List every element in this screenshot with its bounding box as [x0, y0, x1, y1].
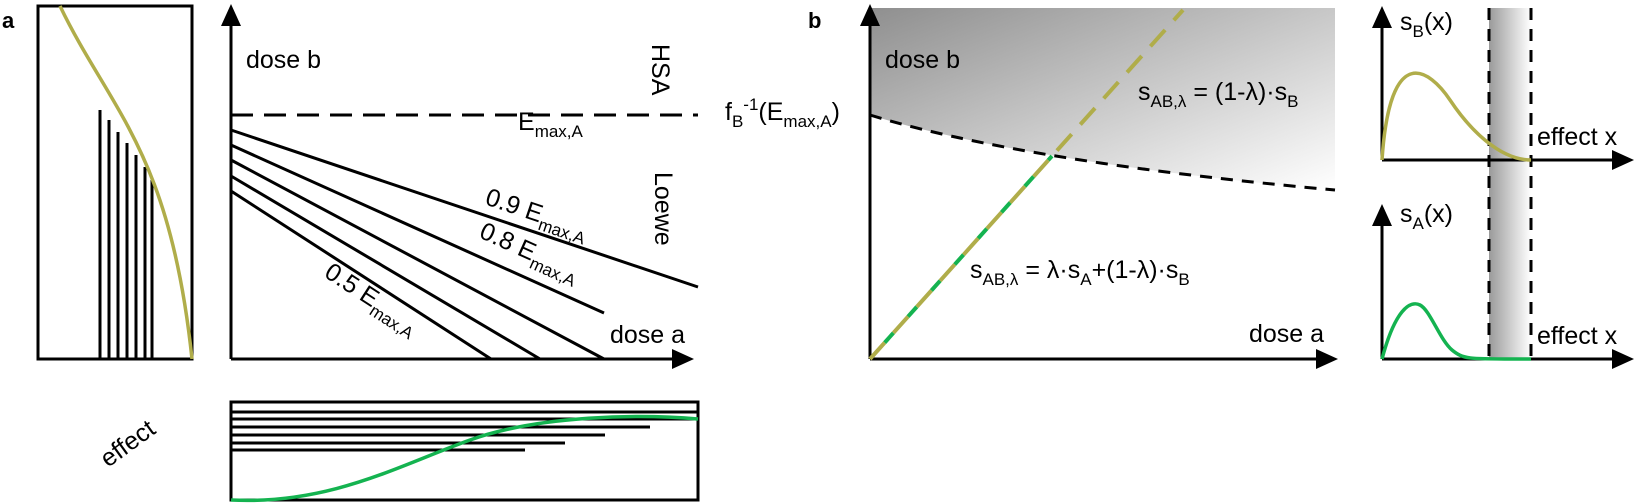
sb-x-arrow: [1612, 150, 1634, 170]
fb-rhs2: +(1-λ)·s: [1092, 256, 1179, 284]
sb-curve: [1380, 71, 1532, 162]
sb-s: s: [1400, 8, 1413, 36]
sb-title: sB(x): [1400, 8, 1453, 41]
sa-s: s: [1400, 200, 1413, 228]
fb-rhs1: = λ·s: [1018, 256, 1080, 284]
panel-b-x-label: dose a: [1249, 320, 1324, 348]
isobole: [230, 158, 605, 361]
fb-s: s: [970, 256, 983, 284]
shaded-region: [870, 8, 1335, 190]
left-vertical-lines: [98, 110, 154, 359]
finv-sub2: max,A: [783, 112, 832, 131]
left-effect-box: [36, 4, 194, 361]
finv-sub1: B: [732, 112, 743, 131]
effect-label: effect: [95, 414, 161, 472]
finv-sup: -1: [743, 95, 758, 114]
ft-sub: AB,λ: [1151, 92, 1187, 111]
isobole-0-8: [230, 143, 605, 315]
panel-label-b: b: [808, 8, 821, 33]
effect-x-bottom-label: effect x: [1537, 322, 1618, 350]
panel-a-x-arrow: [672, 349, 694, 369]
panel-a-y-label: dose b: [246, 46, 321, 74]
formula-top: sAB,λ = (1-λ)·sB: [1138, 78, 1298, 111]
ft-s: s: [1138, 78, 1151, 106]
sb-plot-axes: [1372, 6, 1634, 170]
sa-title: sA(x): [1400, 200, 1453, 233]
fb-sub: AB,λ: [983, 270, 1019, 289]
fb-subA: A: [1080, 270, 1092, 289]
panel-b-y-arrow: [860, 4, 880, 26]
finv-label: fB-1(Emax,A): [725, 95, 840, 131]
sb-sub: B: [1413, 22, 1424, 41]
sb-y-arrow: [1372, 6, 1392, 28]
panel-a-x-label: dose a: [610, 321, 685, 349]
formula-bottom: sAB,λ = λ·sA+(1-λ)·sB: [970, 256, 1190, 289]
finv-close: ): [832, 98, 840, 126]
iso-08-sub: max,A: [527, 254, 579, 291]
isobole: [230, 174, 541, 361]
sa-x-arrow: [1612, 349, 1634, 369]
panel-a-axes: [221, 4, 694, 369]
hsa-label: HSA: [646, 44, 674, 96]
diagonal-olive: [868, 8, 1185, 361]
panel-a-y-arrow: [221, 4, 241, 26]
diagonal-green: [868, 154, 1054, 361]
emax-label: Emax,A: [518, 108, 584, 141]
finv-open: (E: [758, 98, 783, 126]
isobole-0-5-label: 0.5 Emax,A: [317, 258, 425, 344]
fb-subB: B: [1178, 270, 1189, 289]
panel-b-y-label: dose b: [885, 46, 960, 74]
sa-sub: A: [1413, 214, 1425, 233]
iso-09-sub: max,A: [536, 215, 588, 249]
panel-label-a: a: [2, 8, 15, 33]
sa-curve: [1380, 302, 1532, 361]
left-effect-curve: [58, 5, 194, 360]
effect-x-top-label: effect x: [1537, 123, 1618, 151]
ft-sub2: B: [1287, 92, 1298, 111]
emax-base: E: [518, 108, 535, 136]
sa-y-arrow: [1372, 204, 1392, 226]
emax-sub: max,A: [535, 122, 584, 141]
boundary-dashed-curve: [869, 113, 1336, 192]
effect-strip-shading: [1489, 8, 1531, 360]
bottom-effect-curve: [230, 414, 699, 503]
sb-rest: (x): [1424, 8, 1453, 36]
loewe-label: Loewe: [649, 172, 677, 246]
loewe-isoboles: [230, 128, 699, 361]
sa-rest: (x): [1424, 200, 1453, 228]
ft-rhs: = (1-λ)·s: [1186, 78, 1287, 106]
panel-b-axes: [860, 4, 1338, 369]
isobole-0-5: [230, 189, 492, 361]
bottom-horizontal-lines: [231, 410, 698, 452]
panel-b-x-arrow: [1316, 349, 1338, 369]
finv-f: f: [725, 98, 732, 126]
isobole-0-9: [230, 128, 699, 289]
